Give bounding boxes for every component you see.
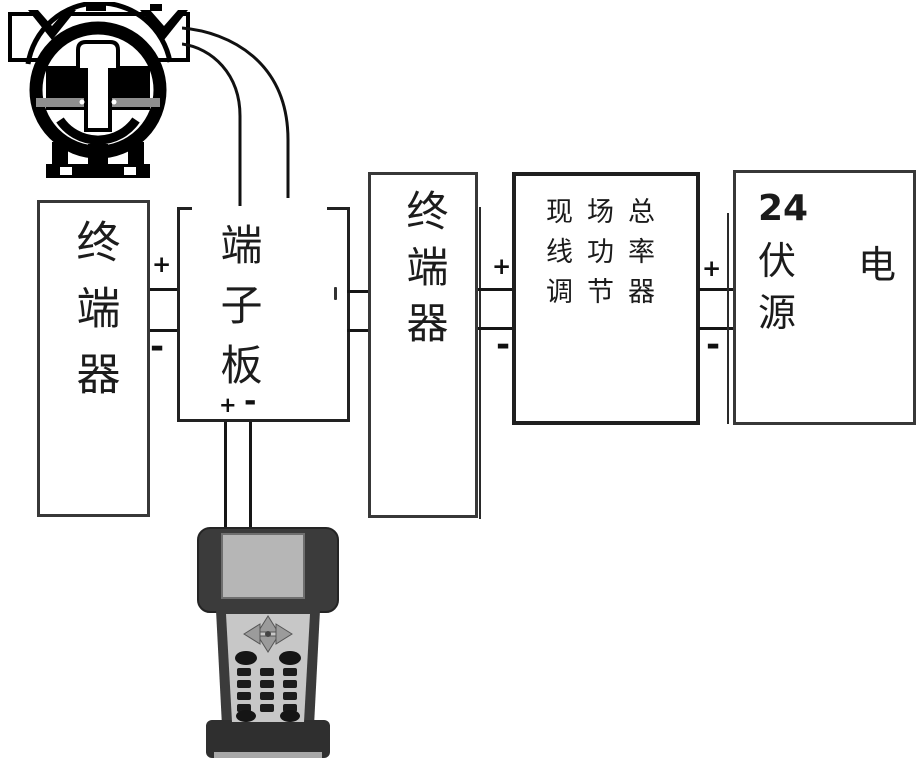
connector4-minus: - <box>706 325 721 365</box>
box-power-conditioner: 现场总 线功率 调节器 <box>512 172 700 425</box>
transmitter-wires <box>182 26 290 206</box>
pressure-transmitter-icon <box>8 2 190 178</box>
conditioner-line1: 现场总 <box>546 197 669 227</box>
connector1-line-top <box>150 288 178 291</box>
connector1-minus: - <box>150 327 165 367</box>
connector3-plus: + <box>492 254 512 280</box>
connector4-line-bottom <box>699 327 734 330</box>
connector1-line-bottom <box>150 329 178 332</box>
terminal-board-label: 端子板 <box>214 223 260 403</box>
box-terminator-right: 终端器 <box>368 172 478 518</box>
terminator-right-edge-line <box>479 207 481 519</box>
conditioner-line3: 调节器 <box>546 277 669 307</box>
communicator-wire-left <box>224 422 227 531</box>
power-supply-voltage: 24 <box>758 188 809 229</box>
power-supply-line2-left: 伏 <box>758 241 797 283</box>
connector2-line-top <box>347 290 369 293</box>
power-supply-line3: 源 <box>758 293 797 335</box>
connector3-minus: - <box>496 325 511 365</box>
terminal-board-top-right-tick <box>327 207 347 210</box>
connector4-plus: + <box>702 256 722 282</box>
connector1-plus: + <box>152 252 172 278</box>
terminator-right-label: 终端器 <box>400 189 446 357</box>
communicator-wire-right <box>249 422 252 531</box>
connector3-line-top <box>478 288 513 291</box>
connector3-line-bottom <box>478 327 513 330</box>
box-terminator-left: 终端器 <box>37 200 150 517</box>
polarity-tick-mark <box>334 287 337 300</box>
connector4-line-top <box>699 288 734 291</box>
power-supply-line2-right: 电 <box>858 245 897 287</box>
box-terminal-board: 端子板 + - <box>177 207 350 422</box>
terminal-board-plus: + <box>219 393 237 417</box>
power-supply-edge-line <box>727 213 729 424</box>
handheld-communicator <box>197 527 339 758</box>
terminator-left-label: 终端器 <box>69 219 119 417</box>
box-power-supply: 24 伏 电 源 <box>733 170 916 425</box>
terminal-board-minus: - <box>244 384 257 419</box>
conditioner-line2: 线功率 <box>546 237 669 267</box>
terminal-board-top-left-tick <box>180 207 192 210</box>
connector2-line-bottom <box>347 329 369 332</box>
